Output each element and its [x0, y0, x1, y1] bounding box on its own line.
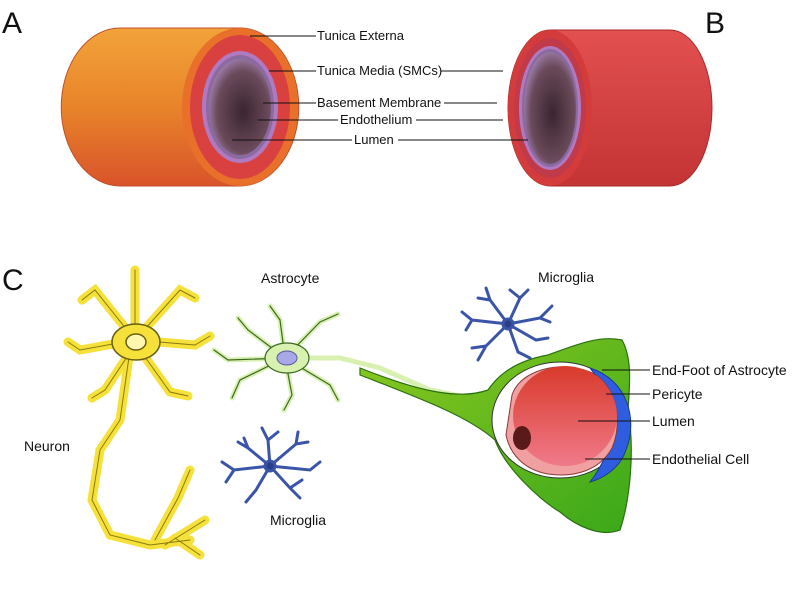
astrocyte-nucleus: [276, 350, 298, 366]
label-end-foot: End-Foot of Astrocyte: [652, 362, 787, 378]
label-microglia-top: Microglia: [538, 269, 594, 285]
endothelial-nucleus: [513, 426, 531, 450]
microglia-top-soma: [501, 317, 515, 331]
neuron-nucleus: [125, 333, 147, 351]
neuron: [63, 265, 215, 560]
label-basement-membrane: Basement Membrane: [317, 95, 441, 110]
nvu-leader-lines: [578, 369, 650, 460]
label-tunica-media: Tunica Media (SMCs): [317, 63, 442, 78]
label-astrocyte: Astrocyte: [261, 270, 320, 286]
microglia-bottom: [220, 426, 322, 504]
panel-letter-a: A: [2, 7, 22, 40]
label-lumen-capillary: Lumen: [652, 413, 695, 429]
microglia-top: [460, 286, 554, 362]
vessel-leader-lines: [232, 35, 528, 141]
label-lumen-vessel: Lumen: [354, 132, 394, 147]
artery-cylinder: [60, 27, 300, 187]
astrocyte: [211, 303, 483, 413]
artery-lumen: [209, 59, 271, 155]
lumen-rbc: [513, 366, 617, 466]
panel-letter-c: C: [2, 264, 24, 297]
vein-cylinder: [507, 29, 713, 187]
vein-lumen: [524, 52, 576, 164]
panel-letter-b: B: [705, 7, 725, 40]
label-microglia-bottom: Microglia: [270, 512, 326, 528]
microglia-bottom-soma: [263, 459, 277, 473]
capillary-cross-section: [491, 361, 632, 483]
label-endothelial-cell: Endothelial Cell: [652, 451, 749, 467]
label-endothelium: Endothelium: [340, 112, 412, 127]
label-tunica-externa: Tunica Externa: [317, 28, 405, 43]
label-pericyte: Pericyte: [652, 386, 703, 402]
label-neuron: Neuron: [24, 438, 70, 454]
